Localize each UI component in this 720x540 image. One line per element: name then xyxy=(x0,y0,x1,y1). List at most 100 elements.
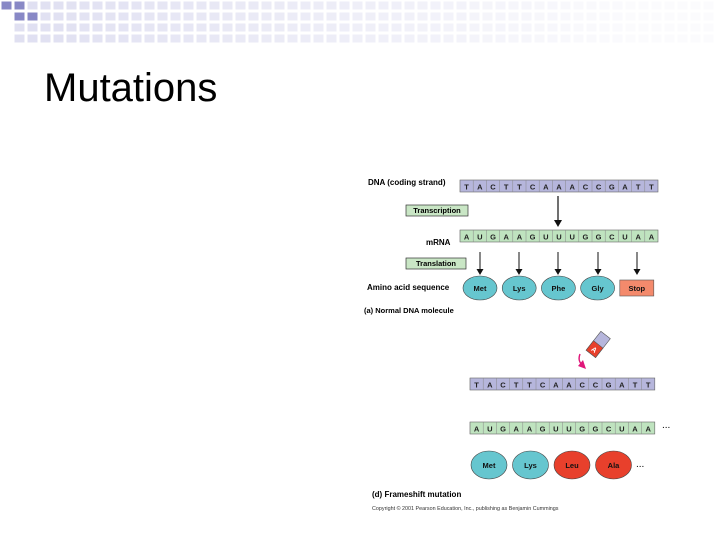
dna-base: T xyxy=(636,183,641,192)
frameshift-dna-base: G xyxy=(606,381,612,390)
grid-cell xyxy=(559,22,572,33)
grid-cell xyxy=(299,22,312,33)
grid-cell xyxy=(598,22,611,33)
grid-cell xyxy=(442,33,455,44)
grid-cell xyxy=(260,11,273,22)
grid-cell xyxy=(611,22,624,33)
grid-cell xyxy=(520,0,533,11)
grid-cell xyxy=(13,11,26,22)
grid-cell xyxy=(143,11,156,22)
grid-cell xyxy=(520,22,533,33)
grid-cell xyxy=(221,33,234,44)
grid-cell xyxy=(468,22,481,33)
frameshift-dna-base: A xyxy=(619,381,625,390)
grid-cell xyxy=(78,22,91,33)
grid-cell xyxy=(286,0,299,11)
grid-cell xyxy=(650,0,663,11)
grid-cell xyxy=(221,22,234,33)
amino-acid-label: Met xyxy=(483,461,496,470)
mrna-base: G xyxy=(490,233,496,242)
grid-cell xyxy=(247,11,260,22)
grid-cell xyxy=(117,0,130,11)
frameshift-dna-base: T xyxy=(474,381,479,390)
grid-cell xyxy=(156,22,169,33)
grid-cell xyxy=(52,0,65,11)
frameshift-mrna-base: G xyxy=(540,425,546,434)
grid-cell xyxy=(455,22,468,33)
grid-cell xyxy=(481,22,494,33)
grid-cell xyxy=(195,22,208,33)
grid-cell xyxy=(247,0,260,11)
grid-cell xyxy=(403,0,416,11)
dna-base: T xyxy=(504,183,509,192)
mrna-base: A xyxy=(464,233,470,242)
grid-cell xyxy=(91,22,104,33)
grid-cell xyxy=(208,11,221,22)
grid-cell xyxy=(468,11,481,22)
mrna-base: G xyxy=(530,233,536,242)
inserted-nucleotide: A xyxy=(585,330,611,358)
grid-cell xyxy=(429,22,442,33)
transcription-arrowhead xyxy=(554,220,562,227)
grid-cell xyxy=(26,11,39,22)
grid-cell xyxy=(286,33,299,44)
frameshift-mrna-base: A xyxy=(645,425,651,434)
grid-cell xyxy=(351,33,364,44)
grid-cell xyxy=(520,11,533,22)
grid-cell xyxy=(338,11,351,22)
grid-cell xyxy=(195,11,208,22)
insertion-arrowhead xyxy=(578,360,586,369)
grid-cell xyxy=(442,11,455,22)
grid-cell xyxy=(481,0,494,11)
grid-cell xyxy=(585,33,598,44)
grid-cell xyxy=(91,0,104,11)
dna-base: T xyxy=(649,183,654,192)
dna-base: A xyxy=(477,183,483,192)
grid-cell xyxy=(351,11,364,22)
grid-cell xyxy=(364,0,377,11)
corner-grid-decoration xyxy=(0,0,715,44)
grid-cell xyxy=(507,11,520,22)
grid-cell xyxy=(611,0,624,11)
grid-cell xyxy=(546,22,559,33)
grid-cell xyxy=(325,33,338,44)
mrna-label: mRNA xyxy=(426,238,451,247)
grid-cell xyxy=(130,11,143,22)
grid-cell xyxy=(507,0,520,11)
grid-cell xyxy=(208,0,221,11)
copyright-text: Copyright © 2001 Pearson Education, Inc.… xyxy=(372,505,559,512)
grid-cell xyxy=(78,11,91,22)
grid-cell xyxy=(91,11,104,22)
grid-cell xyxy=(598,0,611,11)
grid-cell xyxy=(39,22,52,33)
frameshift-mrna-base: U xyxy=(487,425,492,434)
grid-cell xyxy=(325,0,338,11)
grid-cell xyxy=(364,22,377,33)
grid-cell xyxy=(351,22,364,33)
frameshift-dna-base: C xyxy=(540,381,546,390)
grid-cell xyxy=(234,22,247,33)
frameshift-dna-base: T xyxy=(514,381,519,390)
grid-cell xyxy=(689,0,702,11)
grid-cell xyxy=(559,0,572,11)
grid-cell xyxy=(169,0,182,11)
grid-cell xyxy=(78,33,91,44)
transcription-label: Transcription xyxy=(413,206,461,215)
grid-cell xyxy=(260,0,273,11)
grid-cell xyxy=(299,0,312,11)
grid-cell xyxy=(559,11,572,22)
grid-cell xyxy=(598,33,611,44)
amino-acid-label: Gly xyxy=(592,284,605,293)
codon-arrows xyxy=(476,252,641,275)
frameshift-dna-base: A xyxy=(553,381,559,390)
grid-cell xyxy=(91,33,104,44)
grid-cell xyxy=(702,0,715,11)
grid-cell xyxy=(234,33,247,44)
grid-cell xyxy=(65,33,78,44)
grid-cell xyxy=(377,11,390,22)
grid-cell xyxy=(455,33,468,44)
grid-cell xyxy=(338,33,351,44)
grid-cell xyxy=(546,33,559,44)
grid-cell xyxy=(689,11,702,22)
